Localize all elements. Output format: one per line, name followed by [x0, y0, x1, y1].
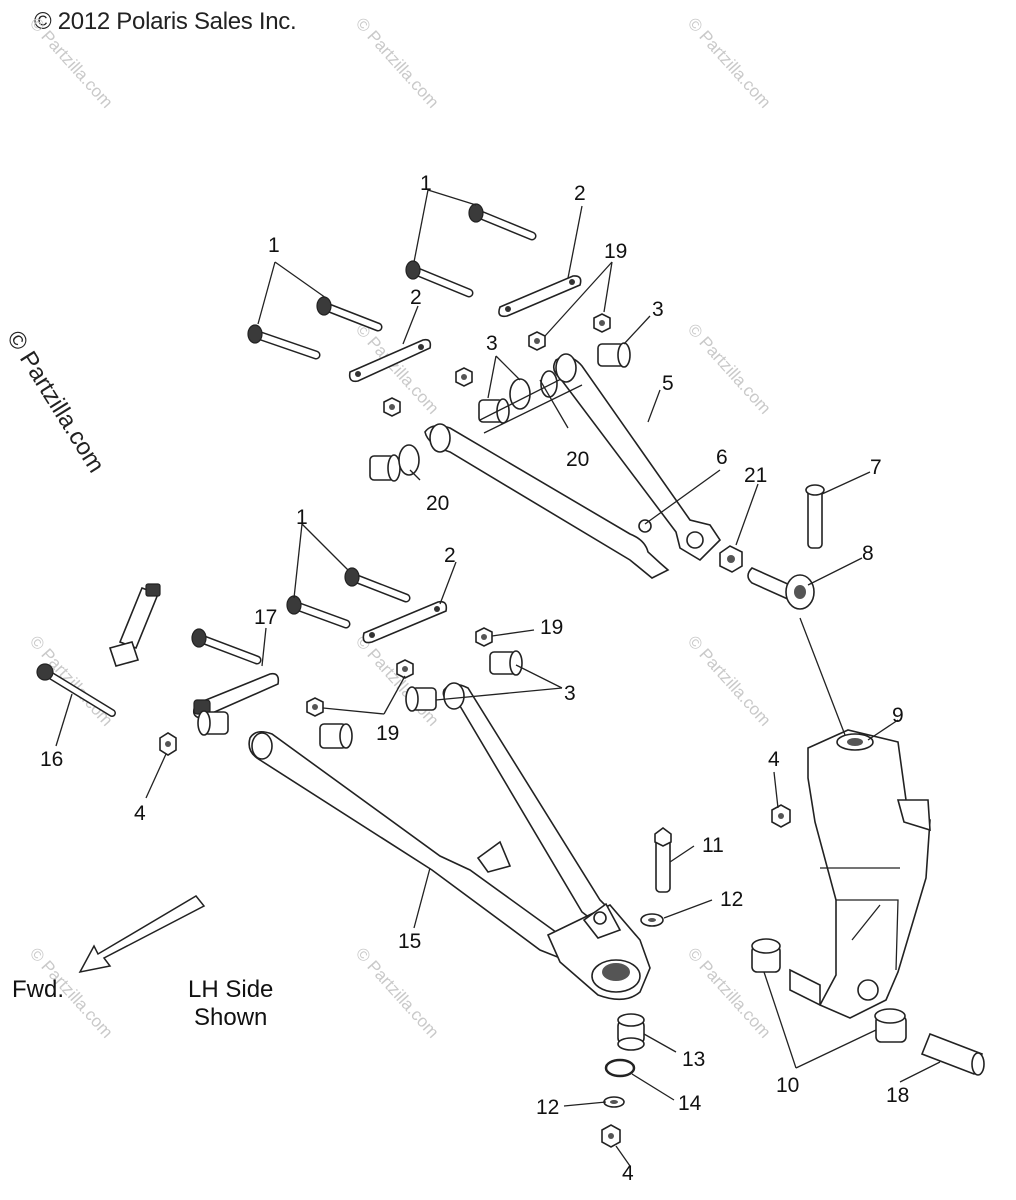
callout-1: 1: [268, 234, 280, 257]
nut-icon: [455, 367, 473, 387]
forward-direction-label: Fwd.: [12, 976, 65, 1003]
bushing-icon: [751, 938, 781, 973]
callout-1: 1: [420, 172, 432, 195]
callout-2: 2: [574, 182, 586, 205]
nut-icon: [396, 659, 414, 679]
callout-7: 7: [870, 456, 882, 479]
callout-19: 19: [376, 722, 399, 745]
callout-2: 2: [444, 544, 456, 567]
bolt-icon: [286, 595, 351, 629]
callout-18: 18: [886, 1084, 909, 1107]
washer-icon: [603, 1096, 625, 1108]
pin-icon: [805, 484, 825, 549]
bushing-icon: [489, 650, 523, 676]
long-bolt-icon: [36, 663, 116, 717]
nut-icon: [593, 313, 611, 333]
washer-icon: [640, 913, 664, 927]
plate-icon: [348, 338, 432, 383]
callout-8: 8: [862, 542, 874, 565]
sleeve-icon: [920, 1032, 985, 1076]
callout-19: 19: [540, 616, 563, 639]
bushing-icon: [319, 723, 353, 749]
callout-9: 9: [892, 704, 904, 727]
bolt-icon: [247, 324, 321, 360]
callout-13: 13: [682, 1048, 705, 1071]
callout-numbers: 1 1 1 2 2 2 3 3 3 4 4 4 5 6 7 8 9 10 11 …: [40, 172, 909, 1185]
callout-15: 15: [398, 930, 421, 953]
forward-arrow-icon: [78, 895, 206, 974]
lower-a-arm-icon: [248, 682, 651, 1001]
callout-10: 10: [776, 1074, 799, 1097]
callout-17: 17: [254, 606, 277, 629]
spacer-ring-icon: [509, 378, 531, 410]
callout-6: 6: [716, 446, 728, 469]
callout-12: 12: [536, 1096, 559, 1119]
callout-2: 2: [410, 286, 422, 309]
nut-icon: [306, 697, 324, 717]
callout-3: 3: [564, 682, 576, 705]
view-note-line-2: Shown: [194, 1004, 268, 1031]
ball-joint-icon: [617, 1013, 645, 1051]
bushing-icon: [197, 710, 229, 736]
callout-14: 14: [678, 1092, 702, 1115]
nut-icon: [528, 331, 546, 351]
bushing-icon: [874, 1008, 907, 1043]
mount-bracket-icon: [108, 583, 161, 667]
callout-21: 21: [744, 464, 767, 487]
callout-11: 11: [702, 834, 724, 857]
bolt-icon: [316, 296, 383, 332]
view-note-line-1: LH Side: [188, 976, 274, 1003]
copyright-notice: © 2012 Polaris Sales Inc.: [34, 8, 297, 35]
callout-19: 19: [604, 240, 627, 263]
callout-3: 3: [652, 298, 664, 321]
bracket-icon: [192, 672, 280, 719]
callout-3: 3: [486, 332, 498, 355]
callout-1: 1: [296, 506, 308, 529]
bolt-icon: [468, 203, 537, 241]
bushing-icon: [597, 342, 631, 368]
bolt-icon: [405, 260, 474, 298]
upper-a-arm-icon: [424, 353, 722, 579]
view-note: LH Side Shown: [188, 976, 273, 1032]
nut-icon: [719, 545, 743, 573]
lower-a-arm-group: [36, 567, 672, 1148]
plate-icon: [362, 600, 448, 644]
bushing-icon: [369, 454, 401, 482]
plate-icon: [498, 275, 582, 318]
ball-joint-icon: [747, 567, 815, 610]
callout-16: 16: [40, 748, 63, 771]
snap-ring-icon: [604, 1058, 636, 1078]
nut-icon: [159, 732, 177, 756]
upper-a-arm-group: [247, 203, 825, 610]
nut-icon: [601, 1124, 621, 1148]
callout-12: 12: [720, 888, 743, 911]
callout-4: 4: [768, 748, 780, 771]
callout-5: 5: [662, 372, 674, 395]
bolt-icon: [191, 628, 262, 665]
callout-20: 20: [426, 492, 449, 515]
nut-icon: [475, 627, 493, 647]
bushing-icon: [478, 398, 510, 424]
nut-icon: [771, 804, 791, 828]
steering-knuckle-icon: [789, 729, 931, 1019]
nut-icon: [383, 397, 401, 417]
bushing-icon: [405, 686, 437, 712]
callout-4: 4: [134, 802, 146, 825]
bolt-icon: [344, 567, 411, 603]
spacer-ring-icon: [398, 444, 420, 476]
spacer-ring-icon: [540, 370, 558, 398]
callout-4: 4: [622, 1162, 634, 1185]
pin-icon: [654, 827, 672, 893]
callout-20: 20: [566, 448, 589, 471]
leader-lines: [55, 189, 941, 1167]
